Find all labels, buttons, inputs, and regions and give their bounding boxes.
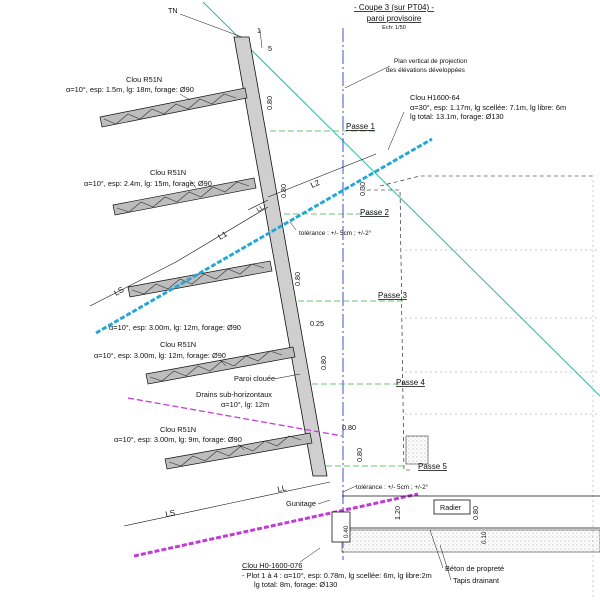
tieback-title: Clou H1600-64: [410, 93, 460, 102]
beton-leader: [429, 529, 444, 569]
tolerance-text-1: tolérance : +/- 5cm ; +/-2°: [299, 229, 372, 237]
tieback-ls: LS: [113, 285, 126, 298]
wall-batter-v: 1: [257, 26, 261, 35]
nail-4-name: Clou R51N: [160, 340, 196, 349]
radier-box: [433, 499, 471, 515]
bottom-anchor: [133, 492, 419, 558]
nail-5-name: Clou R51N: [160, 425, 196, 434]
dim-040: 0.40: [343, 525, 350, 538]
terrain-leader: [179, 13, 251, 41]
pass-2-label: Passe 2: [360, 208, 389, 217]
dim-010: 0.10: [481, 531, 488, 544]
drawing-scale: Ech: 1/50: [382, 25, 406, 31]
bottom-anchor-leader: [299, 547, 321, 563]
footing: [331, 511, 351, 543]
drain-line: [127, 397, 343, 437]
tieback-dim-l2: [267, 153, 377, 198]
wall-label: Paroi clouée: [234, 374, 275, 383]
tieback-leader: [387, 111, 405, 151]
nail-1: [99, 87, 248, 128]
nail-4-leader: [219, 359, 227, 367]
bottom-anchor-line2: lg total: 8m, forage: Ø130: [254, 580, 337, 589]
tolerance-text-2: tolérance : +/- 5cm ; +/-2°: [356, 483, 429, 491]
dim-080-f: 0.80: [355, 448, 364, 462]
wall-label-leader: [273, 373, 301, 380]
tieback-l2: L2: [309, 178, 321, 190]
tieback-dim-ll: [247, 199, 269, 211]
pass-3-label: Passe 3: [378, 291, 407, 300]
terrain-line: [202, 1, 600, 397]
radier-label: Radier: [440, 503, 462, 512]
tieback-dim-ls: [89, 261, 177, 307]
dim-080-g: 0.80: [471, 506, 480, 520]
nail-2-leader: [189, 179, 197, 189]
nail-4: [145, 346, 296, 385]
bottom-dim-ll: [235, 481, 331, 503]
bottom-anchor-title: Clou H0-1600-076: [242, 561, 302, 570]
tieback-anchor: [95, 137, 433, 335]
nail-3: [127, 260, 273, 298]
tieback-ll: LL: [256, 204, 266, 214]
projection-note-line1: Plan vertical de projection: [394, 58, 468, 65]
nailed-wall: [233, 36, 328, 477]
nail-5: [164, 432, 313, 470]
drawing-subtitle: paroi provisoire: [367, 14, 422, 23]
wall-batter-h: 5: [268, 44, 272, 53]
wall-top-leader: [259, 29, 263, 49]
dim-080-b: 0.80: [279, 184, 288, 198]
tapis-leader: [439, 544, 452, 581]
dim-120: 1.20: [393, 506, 402, 520]
dim-080-e: 0.80: [342, 423, 356, 432]
nail-5-leader: [237, 443, 245, 451]
drains-line1: Drains sub-horizontaux: [196, 390, 272, 399]
nail-1-name: Clou R51N: [126, 75, 162, 84]
existing-structure-outline-2: [360, 189, 412, 471]
dim-025: 0.25: [310, 319, 324, 328]
nail-2-name: Clou R51N: [150, 168, 186, 177]
gunitage-label: Gunitage: [286, 499, 316, 508]
nail-4-spec: α=10°, esp: 3.00m, lg: 12m, forage: Ø90: [94, 351, 226, 360]
nail-1-leader: [179, 93, 191, 101]
existing-structure-outline: [379, 175, 596, 187]
projection-note-line2: des élévations développées: [386, 67, 465, 74]
hatched-block: [405, 435, 429, 465]
projection-note-leader: [344, 65, 391, 89]
drains-line2: α=10°, lg: 12m: [221, 400, 269, 409]
nail-2: [112, 177, 257, 216]
pass-1-label: Passe 1: [346, 122, 375, 131]
tieback-dim-l1: [175, 206, 269, 263]
tolerance-leader: [289, 221, 297, 231]
beton-label: Béton de propreté: [445, 564, 504, 573]
tapis-label: Tapis drainant: [453, 576, 499, 585]
nail-1-spec: α=10°, esp: 1.5m, lg: 18m, forage: Ø90: [66, 85, 194, 94]
tieback-line2: lg total: 13.1m, forage: Ø130: [410, 112, 504, 121]
dim-030: 0.30: [358, 182, 367, 196]
dim-080-a: 0.80: [265, 96, 274, 110]
dim-080-c: 0.80: [293, 272, 302, 286]
bottom-ll: LL: [277, 483, 288, 494]
tieback-line1: α=30°, esp: 1.17m, lg scellée: 7.1m, lg …: [410, 103, 566, 112]
drawing-title: - Coupe 3 (sur PT04) -: [354, 3, 434, 12]
gunitage-leader: [317, 499, 331, 505]
bottom-dim-ls: [123, 501, 237, 527]
pass-5-label: Passe 5: [418, 462, 447, 471]
dim-080-d: 0.80: [319, 356, 328, 370]
nail-5-spec: α=10°, esp: 3.00m, lg: 9m, forage: Ø90: [114, 435, 242, 444]
bottom-ls: LS: [165, 508, 176, 519]
nail-3-spec: α=10°, esp: 3.00m, lg: 12m, forage: Ø90: [109, 323, 241, 332]
pass-4-label: Passe 4: [396, 378, 425, 387]
drainage-blanket: [341, 529, 600, 553]
nail-2-spec: α=10°, esp: 2.4m, lg: 15m, forage: Ø90: [84, 179, 212, 188]
pass-levels: [270, 130, 406, 467]
tolerance-2-leader: [342, 485, 357, 493]
bottom-anchor-line1: - Plot 1 à 4 : α=10°, esp: 0.78m, lg sce…: [242, 571, 432, 580]
north-label: TN: [168, 6, 178, 15]
